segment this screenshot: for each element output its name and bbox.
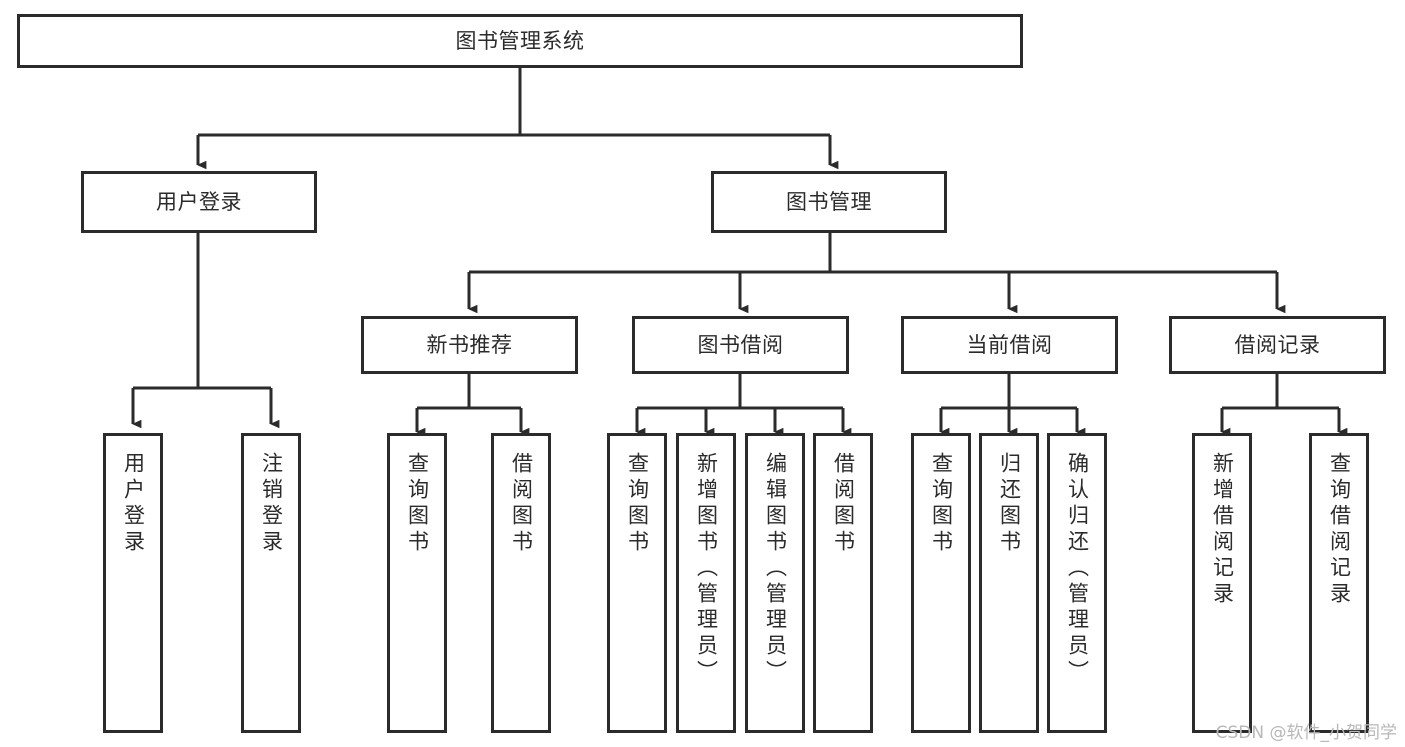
node-label: 新书推荐 <box>426 332 513 357</box>
node-book-borrow[interactable]: 图书借阅 <box>632 316 849 374</box>
leaf-current-confirm-return-admin[interactable]: 确认归还（管理员） <box>1047 433 1107 733</box>
node-root-system[interactable]: 图书管理系统 <box>17 14 1023 68</box>
node-label: 查询借阅记录 <box>1327 452 1352 608</box>
node-label: 新增图书（管理员） <box>694 452 719 686</box>
leaf-user-logout[interactable]: 注销登录 <box>241 433 301 733</box>
node-label: 借阅记录 <box>1234 332 1321 357</box>
leaf-borrow-borrow-book[interactable]: 借阅图书 <box>813 433 873 733</box>
node-label: 查询图书 <box>405 452 430 556</box>
node-label: 查询图书 <box>929 452 954 556</box>
node-label: 用户登录 <box>156 189 242 214</box>
leaf-recommend-query-book[interactable]: 查询图书 <box>387 433 447 733</box>
node-label: 当前借阅 <box>966 332 1053 357</box>
leaf-record-query-record[interactable]: 查询借阅记录 <box>1309 433 1369 733</box>
leaf-borrow-add-book-admin[interactable]: 新增图书（管理员） <box>676 433 736 733</box>
leaf-record-add-record[interactable]: 新增借阅记录 <box>1192 433 1252 733</box>
node-label: 注销登录 <box>259 452 284 556</box>
node-new-book-recommend[interactable]: 新书推荐 <box>361 316 578 374</box>
leaf-borrow-edit-book-admin[interactable]: 编辑图书（管理员） <box>745 433 805 733</box>
node-user-login[interactable]: 用户登录 <box>81 171 317 233</box>
leaf-current-query-book[interactable]: 查询图书 <box>911 433 971 733</box>
node-label: 编辑图书（管理员） <box>763 452 788 686</box>
node-label: 新增借阅记录 <box>1210 452 1235 608</box>
node-label: 图书借阅 <box>697 332 784 357</box>
watermark-text: CSDN @软件_小贺同学 <box>1215 723 1397 743</box>
node-label: 用户登录 <box>121 452 146 556</box>
leaf-current-return-book[interactable]: 归还图书 <box>979 433 1039 733</box>
node-label: 归还图书 <box>997 452 1022 556</box>
node-label: 确认归还（管理员） <box>1065 452 1090 686</box>
node-label: 借阅图书 <box>831 452 856 556</box>
leaf-user-login[interactable]: 用户登录 <box>103 433 163 733</box>
leaf-recommend-borrow-book[interactable]: 借阅图书 <box>491 433 551 733</box>
node-label: 查询图书 <box>625 452 650 556</box>
node-current-borrow[interactable]: 当前借阅 <box>901 316 1118 374</box>
node-book-management[interactable]: 图书管理 <box>711 171 947 233</box>
node-label: 图书管理 <box>786 189 872 214</box>
node-borrow-record[interactable]: 借阅记录 <box>1169 316 1386 374</box>
node-label: 借阅图书 <box>509 452 534 556</box>
leaf-borrow-query-book[interactable]: 查询图书 <box>607 433 667 733</box>
node-label: 图书管理系统 <box>455 28 585 53</box>
